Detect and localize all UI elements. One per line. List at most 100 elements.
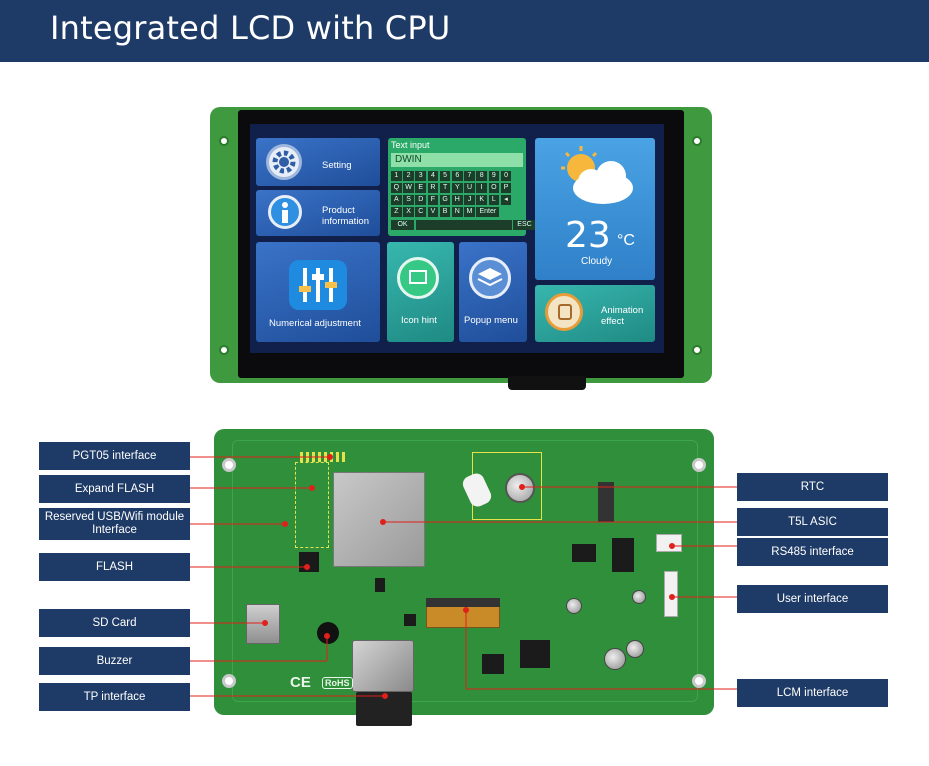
keyboard-key[interactable]: T xyxy=(439,183,451,193)
ic-chip xyxy=(482,654,504,674)
rohs-mark: RoHS xyxy=(322,677,353,689)
ce-mark: CE xyxy=(290,674,311,691)
numerical-adjustment-tile[interactable]: Numerical adjustment xyxy=(256,242,380,342)
keyboard-key[interactable]: 1 xyxy=(391,171,402,181)
product-info-tile[interactable]: Product information xyxy=(256,190,380,236)
mount-hole xyxy=(222,458,236,472)
keyboard-key[interactable]: H xyxy=(451,195,463,205)
rs485-connector xyxy=(656,534,682,552)
keyboard-key[interactable]: 6 xyxy=(451,171,463,181)
keyboard-key[interactable]: K xyxy=(476,195,487,205)
mount-hole xyxy=(692,458,706,472)
capacitor xyxy=(626,640,644,658)
keyboard-key[interactable]: S xyxy=(403,195,414,205)
keyboard-key[interactable]: 8 xyxy=(476,171,487,181)
layers-icon xyxy=(469,257,511,299)
keyboard-key[interactable]: R xyxy=(427,183,439,193)
keyboard-key[interactable]: O xyxy=(488,183,500,193)
callout-tp-interface: TP interface xyxy=(39,683,190,711)
tp-cable xyxy=(356,692,412,726)
sliders-icon xyxy=(289,260,347,310)
icon-hint-tile[interactable]: Icon hint xyxy=(387,242,454,342)
sd-card-slot xyxy=(246,604,280,644)
keyboard-key[interactable]: J xyxy=(464,195,475,205)
capacitor xyxy=(566,598,582,614)
keyboard-key[interactable]: Z xyxy=(391,207,402,217)
mount-hole xyxy=(692,136,702,146)
hand-touch-icon xyxy=(545,293,583,331)
product-info-line1: Product xyxy=(322,205,355,216)
weather-tile[interactable]: 23 °C Cloudy xyxy=(535,138,655,280)
keyboard-key[interactable]: V xyxy=(427,207,439,217)
user-interface-connector xyxy=(664,571,678,617)
keyboard-key[interactable]: N xyxy=(451,207,463,217)
product-info-line2: information xyxy=(322,216,369,227)
callout-usb-wifi-line2: Interface xyxy=(92,524,137,536)
mount-hole xyxy=(692,345,702,355)
keyboard-key[interactable]: Enter xyxy=(476,207,500,217)
rtc-battery xyxy=(505,473,535,503)
space-key[interactable] xyxy=(415,220,512,230)
pgt05-header xyxy=(300,452,346,462)
capacitor xyxy=(632,590,646,604)
keyboard-key[interactable]: A xyxy=(391,195,402,205)
esc-key[interactable]: ESC xyxy=(513,220,536,230)
keyboard-key[interactable]: L xyxy=(488,195,500,205)
sun-cloud-icon xyxy=(561,146,633,204)
keyboard-key[interactable]: B xyxy=(439,207,451,217)
keyboard-key[interactable]: M xyxy=(464,207,475,217)
keyboard-key[interactable]: F xyxy=(427,195,439,205)
text-input-field[interactable]: DWIN xyxy=(391,153,523,167)
temperature-unit: °C xyxy=(617,232,635,249)
keyboard-key[interactable]: W xyxy=(403,183,414,193)
callout-user-interface: User interface xyxy=(737,585,888,613)
animation-line1: Animation xyxy=(601,305,644,316)
keyboard-key[interactable]: 5 xyxy=(439,171,451,181)
keyboard-key[interactable]: 4 xyxy=(427,171,439,181)
ic-chip xyxy=(612,538,634,572)
callout-t5l-asic: T5L ASIC xyxy=(737,508,888,536)
keyboard-key[interactable]: G xyxy=(439,195,451,205)
icon-hint-label: Icon hint xyxy=(401,315,437,326)
callout-expand-flash: Expand FLASH xyxy=(39,475,190,503)
animation-line2: effect xyxy=(601,316,625,327)
keyboard-key[interactable]: I xyxy=(476,183,487,193)
keyboard-key[interactable]: 7 xyxy=(464,171,475,181)
lcm-connector-latch xyxy=(426,598,500,607)
keyboard-key[interactable]: 9 xyxy=(488,171,500,181)
pcb-outline xyxy=(232,440,698,702)
keyboard-key[interactable]: Y xyxy=(451,183,463,193)
keyboard-key[interactable]: 0 xyxy=(500,171,512,181)
mount-hole xyxy=(222,674,236,688)
keyboard-key[interactable]: Q xyxy=(391,183,402,193)
callout-flash: FLASH xyxy=(39,553,190,581)
keyboard-key[interactable]: 3 xyxy=(415,171,427,181)
buzzer-component xyxy=(317,622,339,644)
temperature-value: 23 xyxy=(565,215,611,256)
keyboard-key[interactable]: C xyxy=(415,207,427,217)
animation-effect-tile[interactable]: Animation effect xyxy=(535,285,655,342)
callout-usb-wifi: Reserved USB/Wifi module Interface xyxy=(39,508,190,540)
keyboard-key[interactable]: ◂ xyxy=(500,195,512,205)
mount-hole xyxy=(219,136,229,146)
keyboard-key[interactable]: 2 xyxy=(403,171,414,181)
popup-menu-label: Popup menu xyxy=(464,315,518,326)
callout-lcm-interface: LCM interface xyxy=(737,679,888,707)
setting-tile[interactable]: Setting xyxy=(256,138,380,186)
keyboard-key[interactable]: U xyxy=(464,183,475,193)
text-input-title: Text input xyxy=(391,140,430,150)
keyboard-key[interactable]: X xyxy=(403,207,414,217)
keyboard-key[interactable]: D xyxy=(415,195,427,205)
flash-area-outline xyxy=(295,462,329,548)
ok-key[interactable]: OK xyxy=(391,220,414,230)
ic-chip xyxy=(404,614,416,626)
capacitor xyxy=(604,648,626,670)
numerical-adjustment-label: Numerical adjustment xyxy=(269,318,361,329)
popup-menu-tile[interactable]: Popup menu xyxy=(459,242,527,342)
keyboard-key[interactable]: P xyxy=(500,183,512,193)
keyboard-key[interactable]: E xyxy=(415,183,427,193)
